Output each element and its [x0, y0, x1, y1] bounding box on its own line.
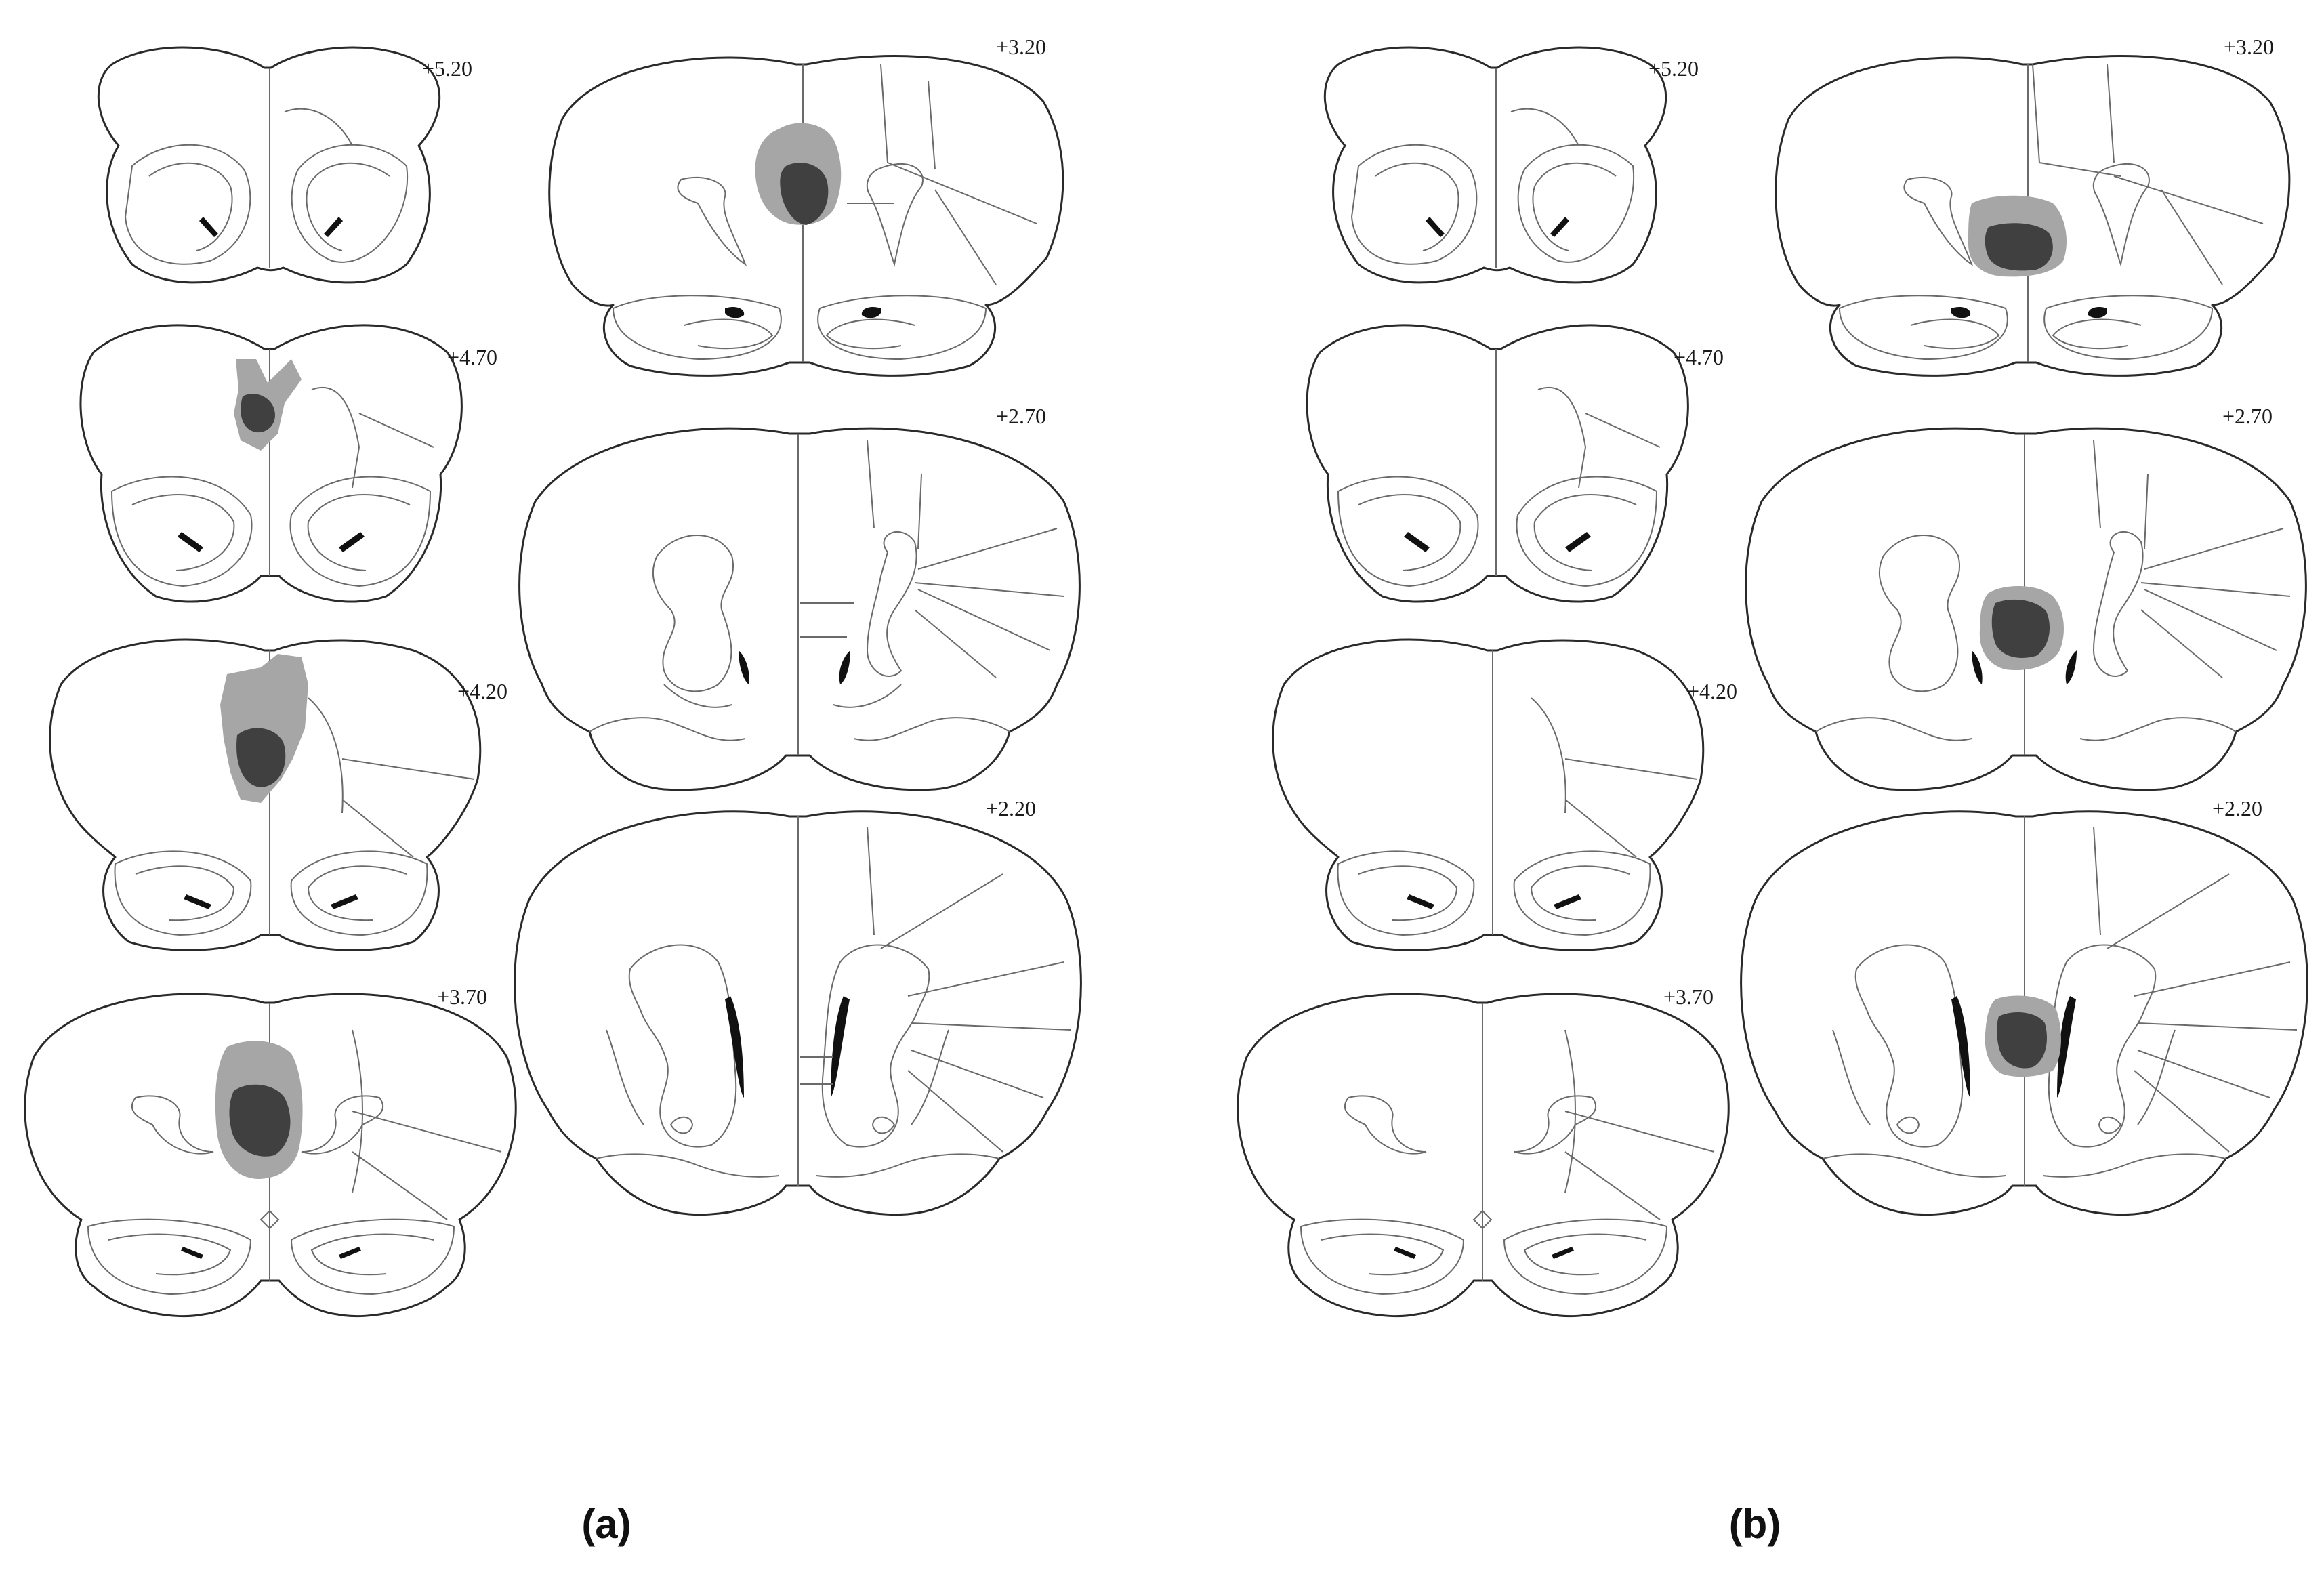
- brain-section-b-3.20: +3.20: [1775, 35, 2291, 377]
- panel-label-a: (a): [581, 1501, 631, 1547]
- coord-label-a-5.20: +5.20: [422, 56, 472, 81]
- brain-section-a-4.70: +4.70: [79, 324, 497, 603]
- brain-section-a-3.20: +3.20: [548, 35, 1064, 377]
- coord-label-a-2.70: +2.70: [996, 404, 1046, 428]
- coord-label-b-4.20: +4.20: [1687, 679, 1737, 703]
- brain-section-b-3.70: +3.70: [1237, 984, 1730, 1318]
- coord-label-a-3.20: +3.20: [996, 35, 1046, 59]
- panel-label-b: (b): [1729, 1501, 1781, 1547]
- brain-section-a-5.20: +5.20: [97, 46, 472, 284]
- coord-label-a-4.70: +4.70: [447, 345, 497, 369]
- brain-section-b-2.70: +2.70: [1745, 404, 2307, 791]
- coord-label-a-2.20: +2.20: [986, 796, 1036, 821]
- coord-label-a-3.70: +3.70: [437, 984, 487, 1009]
- brain-section-a-3.70: +3.70: [24, 984, 517, 1318]
- brain-section-a-2.70: +2.70: [518, 404, 1081, 791]
- panel-a: +5.20 +4.70: [24, 35, 1082, 1547]
- coord-label-b-5.20: +5.20: [1648, 56, 1699, 81]
- brain-section-b-4.70: +4.70: [1306, 324, 1724, 603]
- coord-label-b-2.20: +2.20: [2212, 796, 2262, 821]
- brain-section-a-2.20: +2.20: [514, 796, 1082, 1216]
- coord-label-b-4.70: +4.70: [1674, 345, 1724, 369]
- coord-label-b-2.70: +2.70: [2222, 404, 2273, 428]
- coord-label-a-4.20: +4.20: [457, 679, 507, 703]
- brain-section-b-4.20: +4.20: [1272, 638, 1737, 951]
- brain-section-a-4.20: +4.20: [49, 638, 507, 951]
- brain-section-b-2.20: +2.20: [1740, 796, 2308, 1216]
- brain-section-b-5.20: +5.20: [1323, 46, 1699, 284]
- panel-b: +5.20 +4.70: [1237, 35, 2308, 1547]
- coord-label-b-3.20: +3.20: [2224, 35, 2274, 59]
- coord-label-b-3.70: +3.70: [1663, 984, 1714, 1009]
